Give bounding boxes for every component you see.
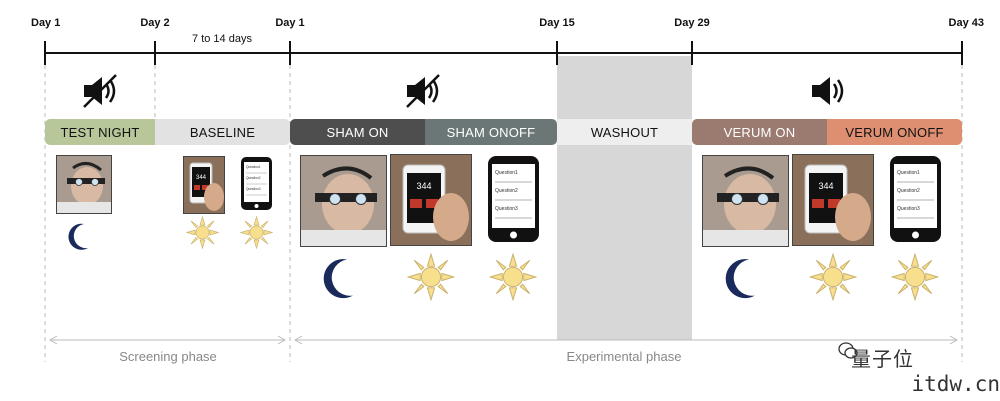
wechat-icon [838, 341, 858, 361]
questionnaire-question-1: Question1 [495, 170, 518, 176]
washout-background [557, 56, 692, 340]
questionnaire-question-3: Question3 [495, 206, 518, 212]
day-label: Day 15 [539, 17, 575, 29]
questionnaire-question-2: Question2 [495, 188, 518, 194]
speaker-muted-icon [80, 72, 120, 110]
phase-washout: WASHOUT [557, 119, 692, 145]
screening-phase-label: Screening phase [119, 349, 217, 364]
headband-photo [56, 155, 112, 214]
phase-sham-onoff: SHAM ONOFF [425, 119, 557, 145]
sun-icon [809, 253, 857, 301]
sun-icon [186, 216, 219, 249]
headband-photo [300, 155, 387, 247]
experimental-arrow-head-right [949, 335, 959, 345]
phase-test-night: TEST NIGHT [45, 119, 155, 145]
speaker-on-icon [808, 74, 848, 108]
gap-duration-label: 7 to 14 days [192, 33, 252, 45]
sun-icon [240, 216, 273, 249]
questionnaire-question-2: Question2 [897, 188, 920, 194]
screening-arrow-head-left [48, 335, 58, 345]
moon-icon [320, 256, 356, 302]
questionnaire-question-3: Question3 [246, 187, 261, 191]
sun-icon [407, 253, 455, 301]
phone-task-photo: 344 [183, 156, 225, 214]
headband-photo [702, 155, 789, 247]
phone-number-text: 344 [818, 181, 833, 191]
phone-number-text: 344 [416, 181, 431, 191]
experimental-phase-label: Experimental phase [566, 349, 682, 364]
day-label: Day 29 [674, 17, 710, 29]
phone-questionnaire-icon: Question1 Question2 Question3 [889, 155, 942, 243]
experimental-arrow-head-left [293, 335, 303, 345]
watermark-brand: 量子位 [851, 347, 914, 371]
questionnaire-question-2: Question2 [246, 176, 261, 180]
phone-task-photo: 344 [390, 154, 472, 246]
moon-icon [66, 222, 90, 252]
sun-icon [489, 253, 537, 301]
questionnaire-question-1: Question1 [246, 165, 261, 169]
day-label: Day 2 [140, 17, 170, 29]
watermark-url: itdw.cn [911, 372, 1000, 396]
phase-baseline: BASELINE [155, 119, 290, 145]
questionnaire-question-3: Question3 [897, 206, 920, 212]
phone-questionnaire-icon: Question1 Question2 Question3 [487, 155, 540, 243]
phone-task-photo: 344 [792, 154, 874, 246]
day-label: Day 1 [275, 17, 305, 29]
screening-arrow-head-right [277, 335, 287, 345]
moon-icon [722, 256, 758, 302]
phase-sham-on: SHAM ON [290, 119, 425, 145]
speaker-muted-icon [403, 72, 443, 110]
questionnaire-question-1: Question1 [897, 170, 920, 176]
day-label: Day 1 [31, 17, 61, 29]
phone-questionnaire-icon: Question1 Question2 Question3 [240, 156, 273, 211]
day-label: Day 43 [948, 17, 984, 29]
phase-verum-onoff: VERUM ONOFF [827, 119, 962, 145]
phone-number-text: 344 [196, 175, 207, 181]
sun-icon [891, 253, 939, 301]
phase-verum-on: VERUM ON [692, 119, 827, 145]
